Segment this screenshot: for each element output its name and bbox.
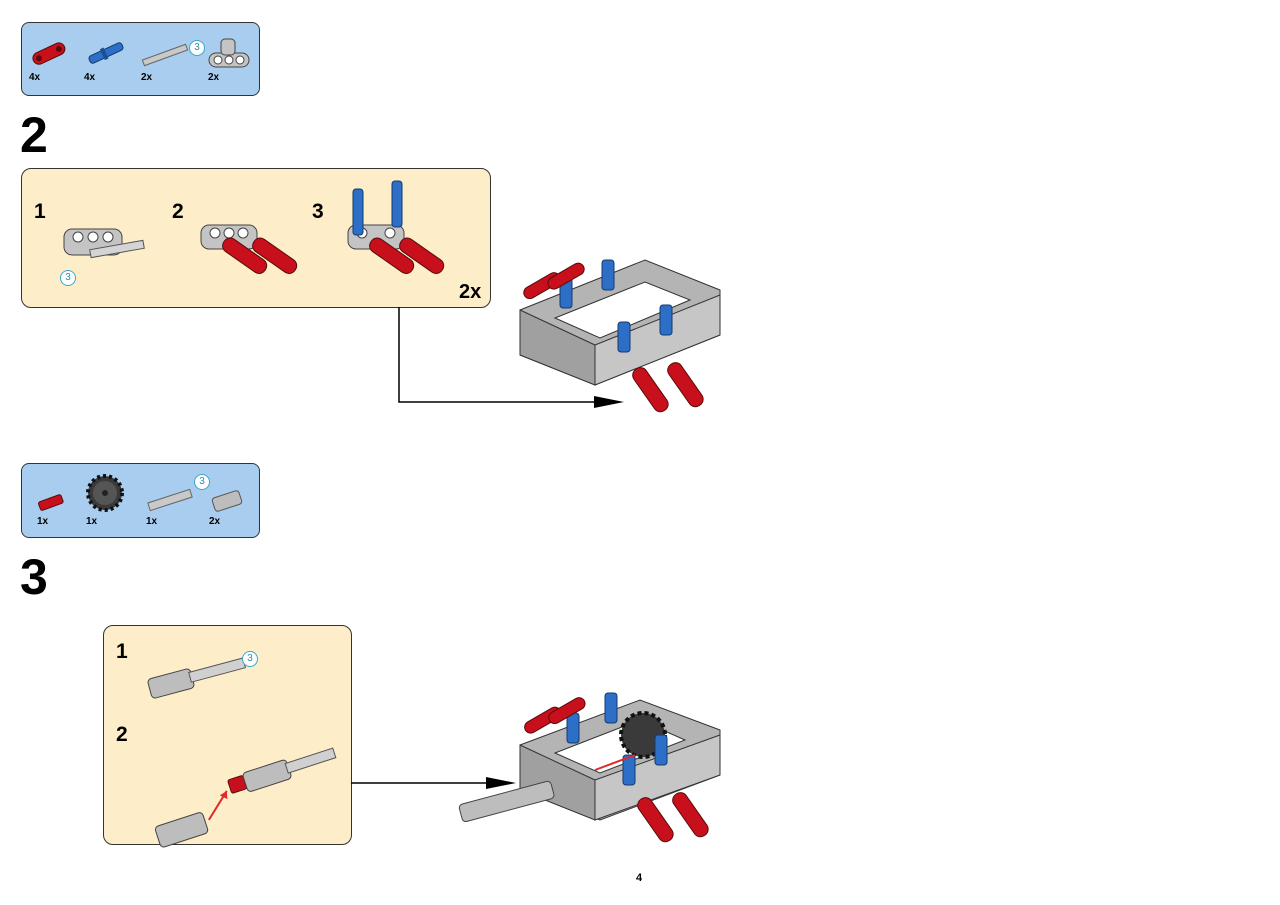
part-qty: 1x xyxy=(86,516,98,527)
substep-number: 2 xyxy=(172,200,184,223)
substep-box-step-3: 1 3 2 xyxy=(103,625,352,848)
substep-number: 1 xyxy=(34,200,46,223)
part-qty: 2x xyxy=(141,72,153,83)
gray-connector-icon xyxy=(208,38,250,68)
axle-length-badge: 3 xyxy=(60,270,76,286)
part-qty: 2x xyxy=(208,72,220,83)
part-qty: 4x xyxy=(29,72,41,83)
axle-length-badge: 3 xyxy=(189,40,205,56)
part-qty: 2x xyxy=(209,516,221,527)
substep-number: 3 xyxy=(312,200,324,223)
bush-on-axle-icon xyxy=(147,657,247,699)
multiplier-label: 2x xyxy=(459,281,482,303)
red-pin-icon xyxy=(38,494,64,511)
connector-with-liftarms-and-pins-icon xyxy=(347,180,445,274)
step-number: 3 xyxy=(20,549,48,605)
substep-number: 1 xyxy=(116,640,128,663)
axle-length-badge: 3 xyxy=(242,651,258,667)
axle-length-badge: 3 xyxy=(194,474,210,490)
page-number: 4 xyxy=(636,872,643,884)
frame-assembly-model xyxy=(519,259,721,413)
part-qty: 4x xyxy=(84,72,96,83)
substep-box-step-2: 1 3 2 3 2x xyxy=(21,168,491,308)
part-qty: 1x xyxy=(146,516,158,527)
gear-icon xyxy=(86,474,124,512)
substep-number: 2 xyxy=(116,723,128,746)
parts-list-step-2: 4x 4x 3 2x 2x xyxy=(21,22,260,96)
frame-assembly-with-gear-model xyxy=(458,692,721,843)
bush-icon xyxy=(211,490,243,512)
connector-with-liftarms-icon xyxy=(200,224,298,274)
step-number: 2 xyxy=(20,107,48,163)
blue-pin-icon xyxy=(88,42,124,64)
parts-list-step-3: 1x 1x 3 1x 2x xyxy=(21,463,260,538)
axle-pin-assembly-icon xyxy=(154,747,337,848)
axle-icon xyxy=(141,43,189,67)
axle-icon xyxy=(147,488,193,512)
red-liftarm-icon xyxy=(32,42,66,65)
gray-connector-with-axle-icon xyxy=(63,228,145,259)
part-qty: 1x xyxy=(37,516,49,527)
